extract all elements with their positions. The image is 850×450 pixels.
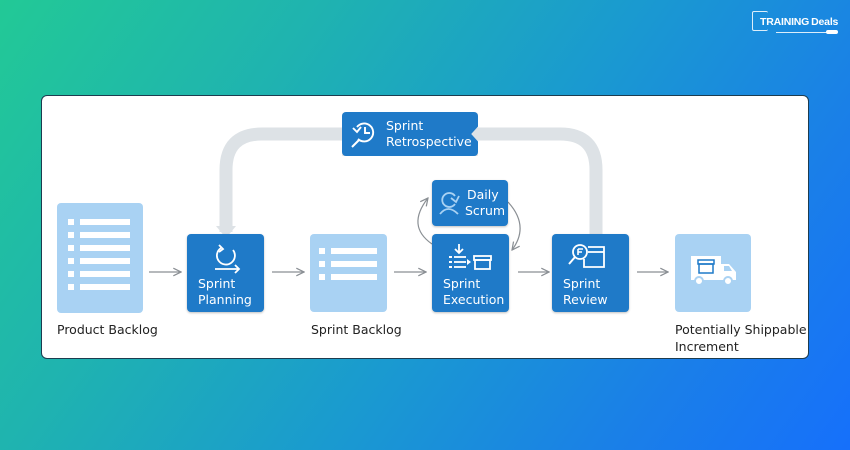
product-backlog-label: Product Backlog [57, 322, 158, 337]
cycle-arrow-icon [215, 244, 241, 274]
logo-text-accent: Deals [811, 16, 839, 28]
logo-pen-icon [826, 30, 838, 34]
person-refresh-icon [439, 192, 460, 215]
sprint-planning-card: Sprint Planning [187, 234, 264, 312]
daily-scrum-card: Daily Scrum [432, 180, 508, 226]
sprint-retrospective-line2: Retrospective [386, 134, 472, 149]
sprint-backlog-label: Sprint Backlog [311, 322, 402, 337]
increment-card [675, 234, 751, 312]
sprint-retrospective-line1: Sprint [386, 118, 424, 133]
increment-label-line2: Increment [675, 339, 739, 354]
sprint-planning-line1: Sprint [198, 276, 236, 291]
sprint-retrospective-card: Sprint Retrospective [342, 112, 478, 156]
increment-label: Potentially Shippable Increment [675, 321, 807, 355]
logo-underline [776, 32, 832, 33]
sprint-review-card: Sprint Review [552, 234, 629, 312]
sprint-backlog-card [310, 234, 387, 312]
increment-label-line1: Potentially Shippable [675, 322, 807, 337]
sprint-execution-card: Sprint Execution [432, 234, 509, 312]
sprint-execution-line1: Sprint [443, 276, 481, 291]
daily-scrum-line1: Daily [467, 187, 499, 202]
logo-text-main: TRAINING [760, 16, 810, 28]
sprint-review-line2: Review [563, 292, 608, 307]
history-search-icon [351, 122, 375, 148]
sprint-planning-line2: Planning [198, 292, 252, 307]
magnifier-box-icon [568, 244, 605, 268]
sprint-execution-line2: Execution [443, 292, 505, 307]
logo-monitor-icon [752, 11, 768, 31]
delivery-truck-icon [691, 256, 736, 286]
sprint-review-line1: Sprint [563, 276, 601, 291]
daily-scrum-line2: Scrum [465, 203, 506, 218]
list-to-box-icon [449, 244, 492, 270]
product-backlog-card [57, 203, 143, 313]
